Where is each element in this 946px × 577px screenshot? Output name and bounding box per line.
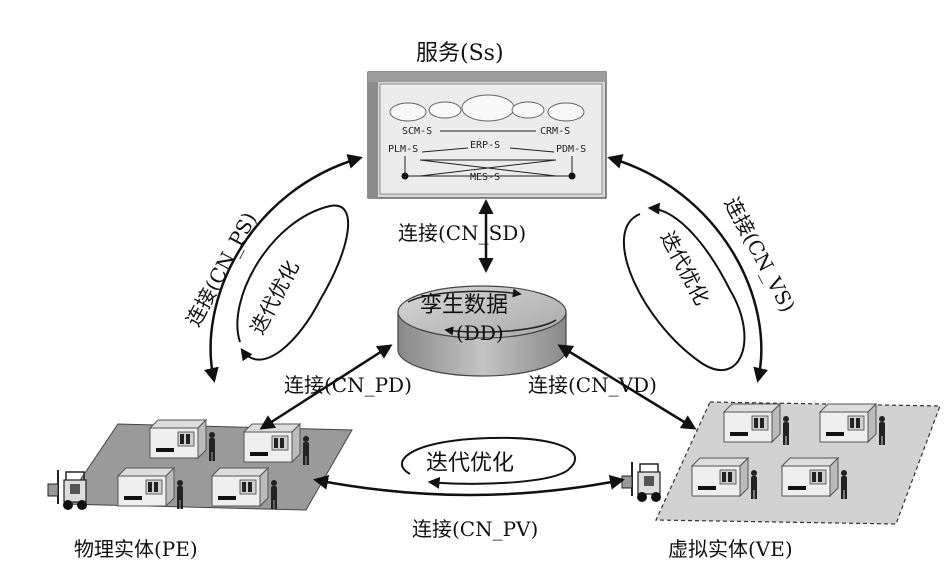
twin-data-cylinder (397, 285, 567, 377)
twin-data-abbr: (DD) (456, 321, 504, 345)
label-cn-pv: 连接(CN_PV) (412, 517, 538, 541)
services-title: 服务(Ss) (416, 41, 504, 66)
label-cn-vs: 连接(CN_VS) (720, 193, 801, 316)
label-cn-ps: 连接(CN_PS) (181, 208, 261, 330)
physical-title: 物理实体(PE) (74, 537, 198, 561)
virtual-entity (621, 401, 941, 525)
crm-label: CRM-S (540, 126, 570, 137)
loop-bottom (400, 436, 576, 489)
physical-entity (47, 419, 353, 511)
label-iter-bottom: 迭代优化 (426, 451, 514, 476)
label-iter-right: 迭代优化 (656, 227, 715, 309)
virtual-title: 虚拟实体(VE) (668, 537, 793, 561)
services-screen: SCM-S CRM-S PLM-S ERP-S PDM-S MES-S (367, 71, 607, 199)
scm-label: SCM-S (402, 126, 432, 137)
erp-label: ERP-S (470, 140, 500, 151)
loop-right (622, 202, 746, 371)
plm-label: PLM-S (388, 144, 418, 155)
label-cn-sd: 连接(CN_SD) (398, 221, 526, 245)
pdm-label: PDM-S (556, 144, 586, 155)
mes-label: MES-S (470, 172, 500, 183)
arrow-cn-vs (607, 154, 768, 383)
twin-data-title: 孪生数据 (420, 293, 508, 318)
arrow-cn-ps (204, 154, 363, 383)
label-cn-pd: 连接(CN_PD) (284, 373, 412, 397)
arrow-cn-pd (259, 344, 393, 430)
arrow-cn-vd (557, 344, 697, 430)
arrow-cn-pv (313, 474, 625, 497)
label-cn-vd: 连接(CN_VD) (528, 373, 657, 397)
